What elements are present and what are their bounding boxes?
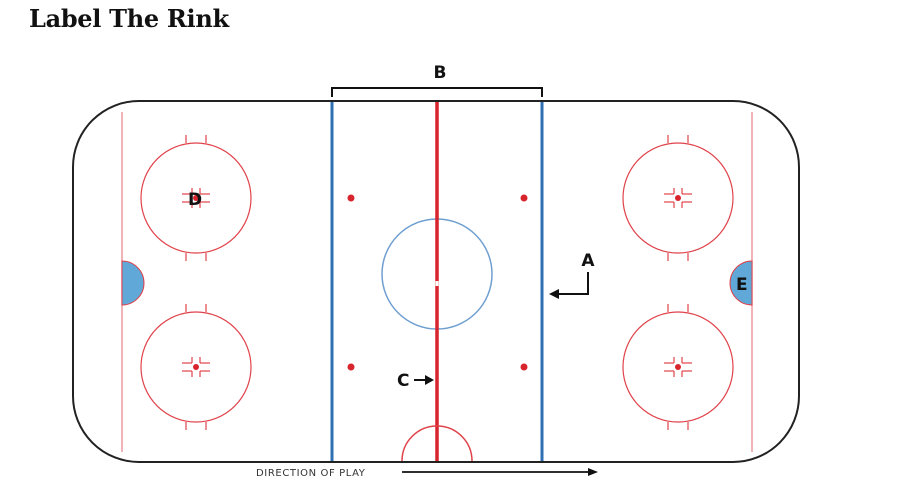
label-a-arrowhead (549, 289, 559, 299)
label-d: D (188, 190, 202, 210)
referee-crease (401, 425, 473, 462)
label-c: C (397, 371, 409, 391)
neutral-zone-dot (520, 363, 528, 371)
label-a-pointer (556, 272, 589, 295)
direction-of-play-label: DIRECTION OF PLAY (256, 468, 366, 479)
left-goal-crease (121, 260, 145, 306)
label-e: E (736, 275, 748, 295)
faceoff-circle-bottom-left (140, 304, 252, 430)
faceoff-circle-top-right (622, 135, 734, 261)
neutral-zone-dot (347, 363, 355, 371)
neutral-zone-bracket (331, 87, 543, 97)
label-a: A (581, 251, 595, 271)
neutral-zone-dot (347, 194, 355, 202)
label-c-arrowhead (425, 375, 434, 385)
faceoff-circle-bottom-right (622, 304, 734, 430)
page-title: Label The Rink (29, 4, 229, 33)
direction-arrowhead (588, 468, 598, 476)
neutral-zone-dot (520, 194, 528, 202)
right-goal-crease (729, 260, 753, 306)
faceoff-circle-top-left (140, 135, 252, 261)
label-b: B (434, 63, 447, 83)
